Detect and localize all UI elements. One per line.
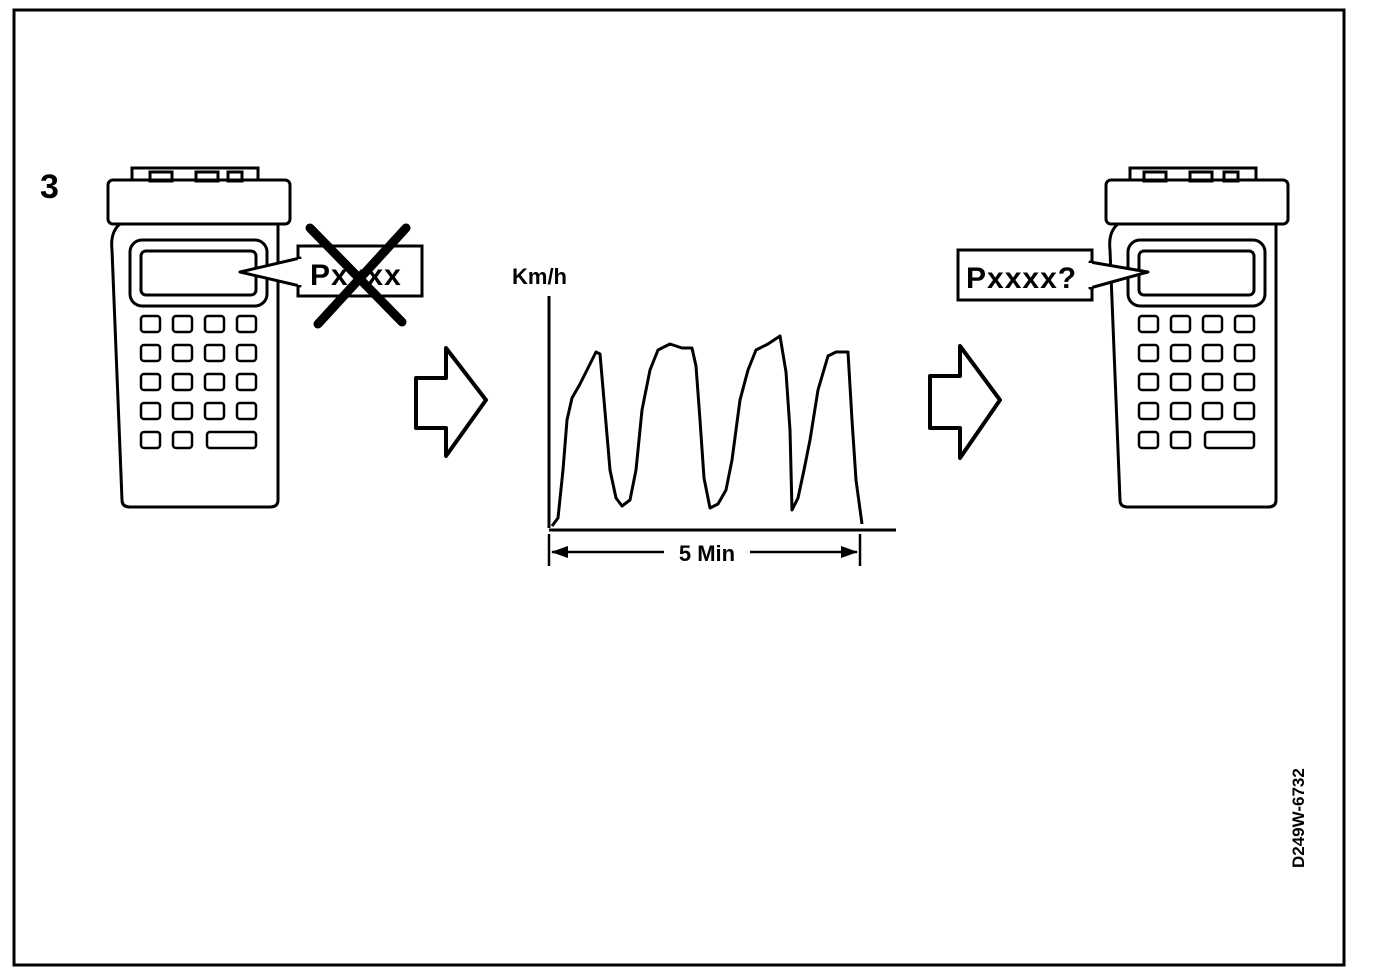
right-display-code: Pxxxx? [966, 262, 1077, 295]
figure-id: D249W-6732 [1289, 768, 1308, 868]
right-arrow-icon [414, 346, 488, 458]
right-display-callout: Pxxxx? [956, 248, 1150, 302]
speed-trace [550, 334, 864, 527]
duration-label: 5 Min [679, 541, 735, 566]
step-number: 3 [40, 168, 59, 206]
right-tester-device [1104, 166, 1290, 509]
left-display-callout: Pxxxx [238, 223, 424, 329]
left-keypad [139, 314, 258, 450]
right-arrow-icon [928, 344, 1002, 460]
left-tester-device [106, 166, 292, 509]
right-keypad [1137, 314, 1256, 450]
chart-y-label: Km/h [512, 264, 567, 289]
figure-frame [12, 8, 1346, 967]
speed-chart: Km/h 5 Min [512, 264, 896, 566]
cross-out-icon [305, 223, 411, 329]
duration-bracket [547, 534, 862, 566]
